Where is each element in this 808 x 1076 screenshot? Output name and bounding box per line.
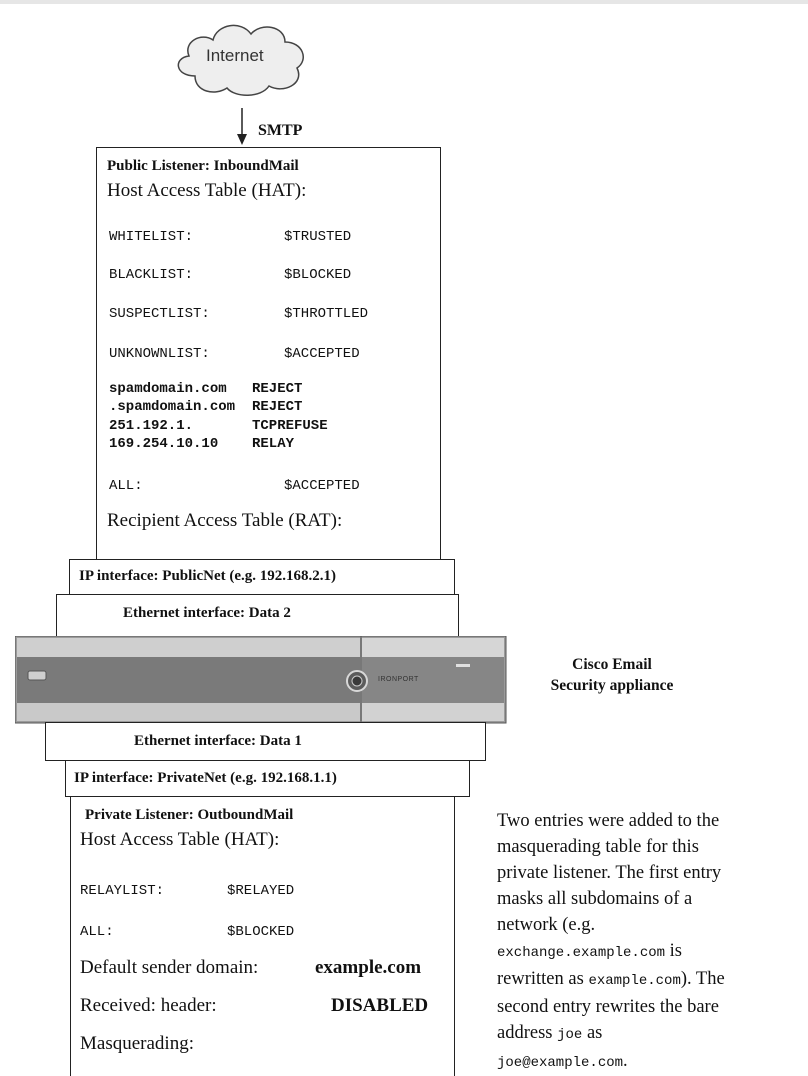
ethernet-interface-data1: Ethernet interface: Data 1 <box>45 722 486 761</box>
note-code: example.com <box>588 973 681 989</box>
note-line: private listener. The first entry <box>497 863 722 883</box>
public-rat-heading: Recipient Access Table (RAT): <box>107 510 343 531</box>
note-text: . <box>623 1051 628 1071</box>
note-line: rewritten as example.com). The <box>497 966 803 994</box>
hat-rule-sender: 169.254.10.10 <box>109 436 219 452</box>
default-sender-value: example.com <box>315 957 422 978</box>
note-line: joe@example.com. <box>497 1048 803 1076</box>
ip-interface-public: IP interface: PublicNet (e.g. 192.168.2.… <box>69 559 455 595</box>
note-line: second entry rewrites the bare <box>497 997 719 1017</box>
hat-rule-sender: spamdomain.com <box>109 381 227 397</box>
appliance-brand: IRONPORT <box>378 676 419 683</box>
hat-group-name: SUSPECTLIST: <box>109 306 210 322</box>
hat-group-policy: $BLOCKED <box>284 267 352 283</box>
hat-all-policy: $ACCEPTED <box>284 478 360 494</box>
public-listener-box: Public Listener: InboundMail Host Access… <box>96 147 441 560</box>
internet-label: Internet <box>206 46 264 65</box>
hat-group-name: BLACKLIST: <box>109 267 194 283</box>
note-line: masquerading table for this <box>497 837 699 857</box>
hat-group-policy: $TRUSTED <box>284 229 352 245</box>
ip-interface-private: IP interface: PrivateNet (e.g. 192.168.1… <box>65 760 470 797</box>
private-hat-row-policy: $RELAYED <box>227 883 295 899</box>
private-listener-box: Private Listener: OutboundMail Host Acce… <box>70 796 455 1076</box>
smtp-label: SMTP <box>258 122 303 139</box>
ethernet-data1-label: Ethernet interface: Data 1 <box>134 733 302 749</box>
hat-rule-action: REJECT <box>252 399 303 415</box>
appliance-chassis <box>15 636 507 724</box>
note-line: network (e.g. <box>497 915 596 935</box>
note-text: rewritten as <box>497 969 589 989</box>
ethernet-interface-data2: Ethernet interface: Data 2 <box>56 594 459 637</box>
appliance-label-line1: Cisco Email <box>572 656 652 673</box>
received-header-value: DISABLED <box>331 995 429 1016</box>
default-sender-label: Default sender domain: <box>80 957 259 978</box>
note-text: as <box>582 1023 603 1043</box>
note-code: joe@example.com <box>497 1055 624 1071</box>
hat-rule-action: RELAY <box>252 436 295 452</box>
hat-rule-action: REJECT <box>252 381 303 397</box>
note-line: address joe as <box>497 1020 803 1048</box>
ip-interface-private-label: IP interface: PrivateNet (e.g. 192.168.1… <box>74 770 337 786</box>
note-text: address <box>497 1023 558 1043</box>
private-listener-title: Private Listener: OutboundMail <box>85 807 294 823</box>
appliance-label-line2: Security appliance <box>550 677 674 694</box>
appliance-label: Cisco Email Security appliance <box>537 654 687 696</box>
masquerading-note: Two entries were added to the masqueradi… <box>497 808 803 1076</box>
public-listener-title: Public Listener: InboundMail <box>107 158 299 174</box>
private-hat-row-name: ALL: <box>80 924 114 940</box>
top-border <box>0 0 808 4</box>
ethernet-data2-label: Ethernet interface: Data 2 <box>123 605 291 621</box>
note-line: masks all subdomains of a <box>497 889 693 909</box>
hat-rule-sender: .spamdomain.com <box>109 399 236 415</box>
note-text: is <box>665 941 682 961</box>
internet-cloud-icon <box>177 24 304 96</box>
masquerading-label: Masquerading: <box>80 1033 194 1054</box>
hat-rule-sender: 251.192.1. <box>109 418 194 434</box>
note-code: exchange.example.com <box>497 945 666 961</box>
note-line: exchange.example.com is <box>497 938 803 966</box>
hat-group-name: WHITELIST: <box>109 229 194 245</box>
note-line: Two entries were added to the <box>497 811 720 831</box>
hat-all-name: ALL: <box>109 478 143 494</box>
hat-group-policy: $ACCEPTED <box>284 346 360 362</box>
note-code: joe <box>557 1027 583 1043</box>
hat-group-policy: $THROTTLED <box>284 306 369 322</box>
note-text: ). The <box>680 969 725 989</box>
received-header-label: Received: header: <box>80 995 217 1016</box>
hat-rule-action: TCPREFUSE <box>252 418 328 434</box>
power-button-icon <box>346 670 368 692</box>
private-hat-row-name: RELAYLIST: <box>80 883 165 899</box>
ip-interface-public-label: IP interface: PublicNet (e.g. 192.168.2.… <box>79 568 337 584</box>
private-hat-row-policy: $BLOCKED <box>227 924 295 940</box>
private-hat-heading: Host Access Table (HAT): <box>80 829 280 850</box>
smtp-arrow <box>237 108 247 145</box>
public-hat-heading: Host Access Table (HAT): <box>107 180 307 201</box>
hat-group-name: UNKNOWNLIST: <box>109 346 210 362</box>
